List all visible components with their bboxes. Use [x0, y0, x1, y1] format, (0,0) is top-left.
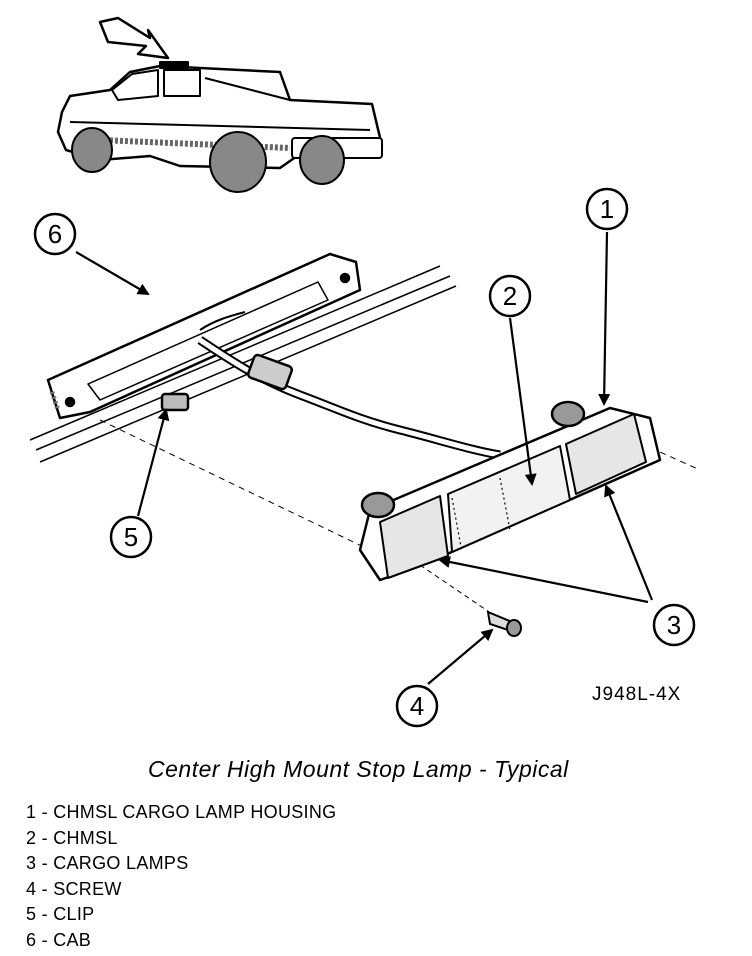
callout-5-label: 5 [124, 522, 138, 552]
leader-6 [75, 251, 150, 296]
figure-code: J948L-4X [592, 684, 681, 705]
chmsl-cargo-lamp-housing [358, 400, 662, 582]
cargo-lamp-lens-right [565, 413, 647, 495]
screw-axis-line [419, 564, 499, 619]
legend-item: 3 - CARGO LAMPS [26, 853, 189, 873]
leader-lines [75, 231, 654, 685]
truck-front-wheel [71, 127, 113, 173]
callout-6-label: 6 [48, 219, 62, 249]
callout-2-label: 2 [503, 281, 517, 311]
figure-caption: Center High Mount Stop Lamp - Typical [148, 756, 569, 782]
exploded-view-diagram: 1 2 3 4 5 6 J948L-4X [29, 16, 701, 728]
harness-connector [246, 353, 294, 391]
truck-body-line [69, 121, 371, 131]
mounting-centerline [99, 419, 371, 551]
truck-bed-rail [204, 77, 291, 101]
clip-5 [160, 392, 190, 412]
legend-item: 6 - CAB [26, 929, 92, 950]
callout-1: 1 [585, 187, 629, 231]
legend-item: 4 - SCREW [26, 878, 122, 899]
legend-item: 5 - CLIP [26, 904, 95, 924]
leader-4 [427, 628, 494, 685]
wiring-harness [160, 311, 501, 460]
housing-mount-right [550, 400, 586, 428]
housing-mount-left [360, 491, 396, 519]
chmsl-lens-center [447, 445, 571, 553]
callout-5: 5 [109, 515, 153, 559]
screw-part [486, 610, 522, 637]
legend-item: 1 - CHMSL CARGO LAMP HOUSING [26, 802, 337, 822]
callout-3-label: 3 [667, 610, 681, 640]
truck-rear-window [163, 69, 201, 97]
truck-cab-window [111, 69, 159, 101]
lamp-mounting-bracket [46, 252, 362, 420]
truck-rocker-hatch [99, 137, 291, 151]
leader-2 [508, 317, 537, 486]
callout-4: 4 [395, 684, 439, 728]
callout-6: 6 [33, 212, 77, 256]
locator-arrow-icon [98, 16, 170, 60]
callout-1-label: 1 [600, 194, 614, 224]
parts-legend: 1 - CHMSL CARGO LAMP HOUSING 2 - CHMSL 3… [26, 800, 336, 953]
legend-item: 2 - CHMSL [26, 827, 118, 848]
leader-3a [438, 556, 649, 604]
cargo-lamp-lens-left [379, 495, 449, 579]
truck-roof-lamp [159, 61, 189, 69]
leader-5 [136, 408, 170, 517]
truck-rear-wheel-left [209, 131, 267, 193]
callout-3: 3 [652, 603, 696, 647]
leader-1 [598, 231, 611, 406]
truck-locator-illustration [56, 16, 384, 193]
leader-3b [604, 484, 654, 601]
callout-4-label: 4 [410, 691, 424, 721]
truck-rear-wheel-right [299, 135, 345, 185]
callout-2: 2 [488, 274, 532, 318]
mounting-centerline-right [599, 424, 701, 471]
